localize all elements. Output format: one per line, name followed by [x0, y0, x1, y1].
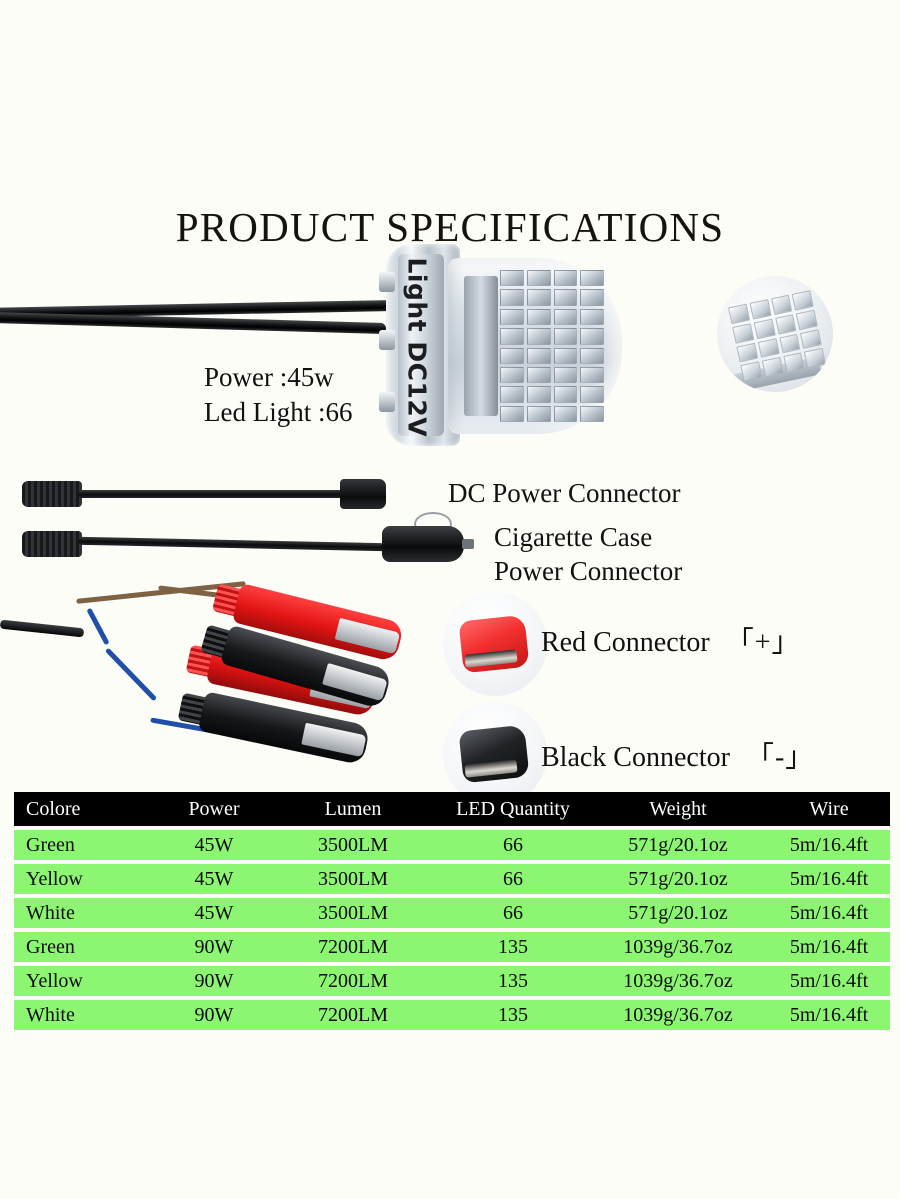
- label-black-connector-text: Black Connector: [541, 742, 730, 773]
- lamp-cap-label: Light DC12V: [402, 257, 432, 438]
- cell-colore: White: [0, 898, 150, 928]
- red-connector-closeup-inset: [443, 592, 547, 696]
- cell-colore: White: [0, 1000, 150, 1030]
- cell-power: 45W: [150, 830, 278, 860]
- cell-lumen: 3500LM: [278, 898, 428, 928]
- cell-colore: Yellow: [0, 864, 150, 894]
- cell-lumen: 7200LM: [278, 1000, 428, 1030]
- cell-colore: Green: [0, 830, 150, 860]
- column-header-power: Power: [150, 792, 278, 826]
- cell-power: 45W: [150, 864, 278, 894]
- label-red-connector-text: Red Connector: [541, 627, 710, 658]
- cell-led-quantity: 66: [428, 830, 598, 860]
- cell-weight: 571g/20.1oz: [598, 898, 758, 928]
- lamp-led-array: [500, 270, 604, 422]
- led-fishing-lamp: Light DC12V: [379, 244, 622, 454]
- lamp-cap-band: [398, 254, 444, 436]
- cell-weight: 1039g/36.7oz: [598, 1000, 758, 1030]
- cell-wire: 5m/16.4ft: [758, 1000, 900, 1030]
- dc-power-cable: [22, 478, 412, 518]
- table-row: Green 45W 3500LM 66 571g/20.1oz 5m/16.4f…: [0, 830, 900, 860]
- cell-power: 45W: [150, 898, 278, 928]
- label-cigarette-line1: Cigarette Case: [494, 522, 653, 552]
- cell-colore: Green: [0, 932, 150, 962]
- label-cigarette-power-connector: Cigarette Case Power Connector: [494, 520, 682, 588]
- table-header-row: Colore Power Lumen LED Quantity Weight W…: [0, 792, 900, 826]
- cell-led-quantity: 66: [428, 864, 598, 894]
- callout-power: Power :45w: [204, 362, 334, 392]
- black-connector-closeup-inset: [443, 702, 547, 806]
- cell-wire: 5m/16.4ft: [758, 898, 900, 928]
- cell-wire: 5m/16.4ft: [758, 864, 900, 894]
- cell-power: 90W: [150, 932, 278, 962]
- cable-body: [78, 490, 346, 498]
- column-header-weight: Weight: [598, 792, 758, 826]
- table-body: Green 45W 3500LM 66 571g/20.1oz 5m/16.4f…: [0, 830, 900, 1030]
- alligator-clips-group: [0, 580, 460, 780]
- cell-weight: 1039g/36.7oz: [598, 966, 758, 996]
- connector-cables-group: [0, 470, 900, 580]
- cell-lumen: 3500LM: [278, 864, 428, 894]
- lamp-transparent-dome: [448, 258, 622, 434]
- cell-lumen: 7200LM: [278, 966, 428, 996]
- specification-table: Colore Power Lumen LED Quantity Weight W…: [0, 788, 900, 1034]
- cell-led-quantity: 135: [428, 966, 598, 996]
- table-row: White 90W 7200LM 135 1039g/36.7oz 5m/16.…: [0, 1000, 900, 1030]
- clip-wire-blue: [86, 607, 110, 646]
- table-row: Green 90W 7200LM 135 1039g/36.7oz 5m/16.…: [0, 932, 900, 962]
- lamp-screw-icon: [379, 330, 395, 350]
- cell-wire: 5m/16.4ft: [758, 966, 900, 996]
- cable-male-connector: [340, 479, 386, 509]
- cell-weight: 1039g/36.7oz: [598, 932, 758, 962]
- cigarette-lighter-plug: [382, 526, 474, 562]
- column-header-lumen: Lumen: [278, 792, 428, 826]
- lamp-metal-cap: Light DC12V: [379, 244, 460, 446]
- lamp-screw-icon: [379, 392, 395, 412]
- cigarette-power-cable: [22, 512, 474, 568]
- product-photo-hero: Light DC12V: [0, 236, 900, 486]
- cable-female-connector: [22, 531, 82, 557]
- clip-cable-sleeve: [0, 619, 85, 638]
- cell-wire: 5m/16.4ft: [758, 830, 900, 860]
- label-black-polarity: 「-」: [745, 742, 815, 773]
- product-spec-callout: Power :45w Led Light :66: [204, 360, 352, 430]
- label-black-connector: Black Connector 「-」: [541, 735, 814, 775]
- led-closeup-inset: [717, 276, 833, 392]
- table-row: White 45W 3500LM 66 571g/20.1oz 5m/16.4f…: [0, 898, 900, 928]
- label-red-connector: Red Connector 「+」: [541, 620, 801, 660]
- cell-lumen: 3500LM: [278, 830, 428, 860]
- column-header-colore: Colore: [0, 792, 150, 826]
- lamp-screw-icon: [379, 272, 395, 292]
- label-red-polarity: 「+」: [725, 627, 801, 658]
- table-row: Yellow 90W 7200LM 135 1039g/36.7oz 5m/16…: [0, 966, 900, 996]
- cell-colore: Yellow: [0, 966, 150, 996]
- cell-weight: 571g/20.1oz: [598, 864, 758, 894]
- cell-power: 90W: [150, 1000, 278, 1030]
- cell-led-quantity: 135: [428, 932, 598, 962]
- cable-strand-lower: [0, 312, 387, 334]
- cell-wire: 5m/16.4ft: [758, 932, 900, 962]
- label-dc-power-connector: DC Power Connector: [448, 478, 681, 508]
- cable-body: [77, 536, 389, 552]
- cell-power: 90W: [150, 966, 278, 996]
- table-header: Colore Power Lumen LED Quantity Weight W…: [0, 792, 900, 826]
- column-header-wire: Wire: [758, 792, 900, 826]
- clip-wire-blue-segment: [104, 647, 158, 702]
- cable-female-connector: [22, 481, 82, 507]
- cell-weight: 571g/20.1oz: [598, 830, 758, 860]
- cell-led-quantity: 66: [428, 898, 598, 928]
- cell-lumen: 7200LM: [278, 932, 428, 962]
- column-header-led-quantity: LED Quantity: [428, 792, 598, 826]
- lamp-heatsink-core: [464, 276, 498, 416]
- callout-led-count: Led Light :66: [204, 397, 353, 427]
- page-title: PRODUCT SPECIFICATIONS: [175, 204, 725, 251]
- label-cigarette-line2: Power Connector: [494, 556, 683, 586]
- table-row: Yellow 45W 3500LM 66 571g/20.1oz 5m/16.4…: [0, 864, 900, 894]
- lamp-power-cable: [0, 300, 395, 334]
- cell-led-quantity: 135: [428, 1000, 598, 1030]
